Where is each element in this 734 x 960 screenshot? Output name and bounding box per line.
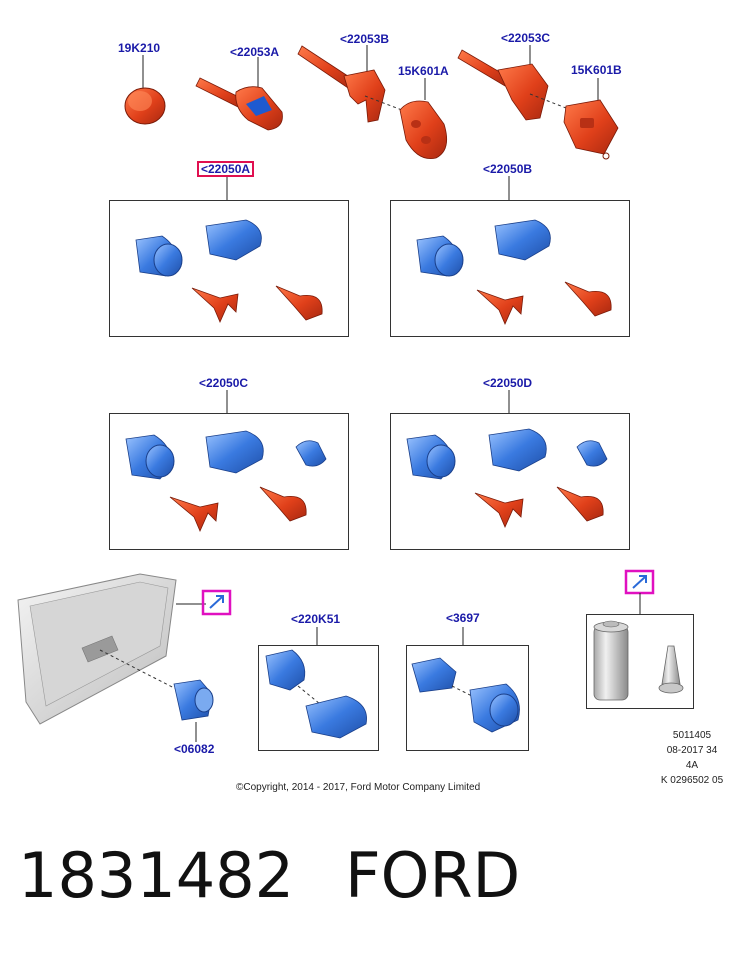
part-label[interactable]: 15K601B [571,63,622,77]
set-22050b-frame [390,200,630,337]
cylinder-3697-parts [411,657,520,733]
key-blade-part-b [297,45,403,123]
lubricant-parts [593,620,684,701]
callout-arrow-icon [624,569,655,614]
diagram-meta-line: 08-2017 34 [666,745,718,756]
set-22050a-frame [109,200,349,337]
part-label[interactable]: <22050B [483,162,533,176]
brand-name: FORD [345,839,521,912]
set-a-parts [135,219,323,323]
diagram-meta-line: 5011405 [672,730,712,741]
part-label[interactable]: <22053A [230,45,280,59]
key-blade-part-c [457,45,567,121]
part-label[interactable]: <22050D [483,376,533,390]
lubricant-frame [586,614,694,709]
key-blade-part-a [195,57,283,131]
part-label-highlighted[interactable]: <22050A [197,161,255,177]
diagram-meta-line: K 0296502 05 [660,775,724,786]
remote-part-b [563,78,619,160]
set-22050c-frame [109,413,349,550]
set-b-parts [416,219,612,325]
copyright-text: ©Copyright, 2014 - 2017, Ford Motor Comp… [236,782,481,793]
glove-lock-part [173,679,214,742]
set-d-parts [406,428,608,528]
glove-box-part [17,573,206,725]
cylinder-220k51-frame [258,645,379,751]
remote-part-a [399,78,448,159]
cylinder-3697-frame [406,645,529,751]
set-c-parts [125,430,327,532]
part-label[interactable]: <22050C [199,376,249,390]
part-label[interactable]: <22053B [340,32,390,46]
part-number: 1831482 [18,839,295,912]
part-label[interactable]: 19K210 [118,41,161,55]
part-label[interactable]: <06082 [174,742,215,756]
part-label[interactable]: <22053C [501,31,551,45]
cap-part [124,55,166,125]
diagram-meta-line: 4A [685,760,699,771]
cylinder-220k51-parts [265,649,367,739]
part-label[interactable]: <220K51 [291,612,341,626]
set-22050d-frame [390,413,630,550]
part-label[interactable]: <3697 [446,611,480,625]
callout-arrow-icon [201,589,232,616]
part-label[interactable]: 15K601A [398,64,449,78]
